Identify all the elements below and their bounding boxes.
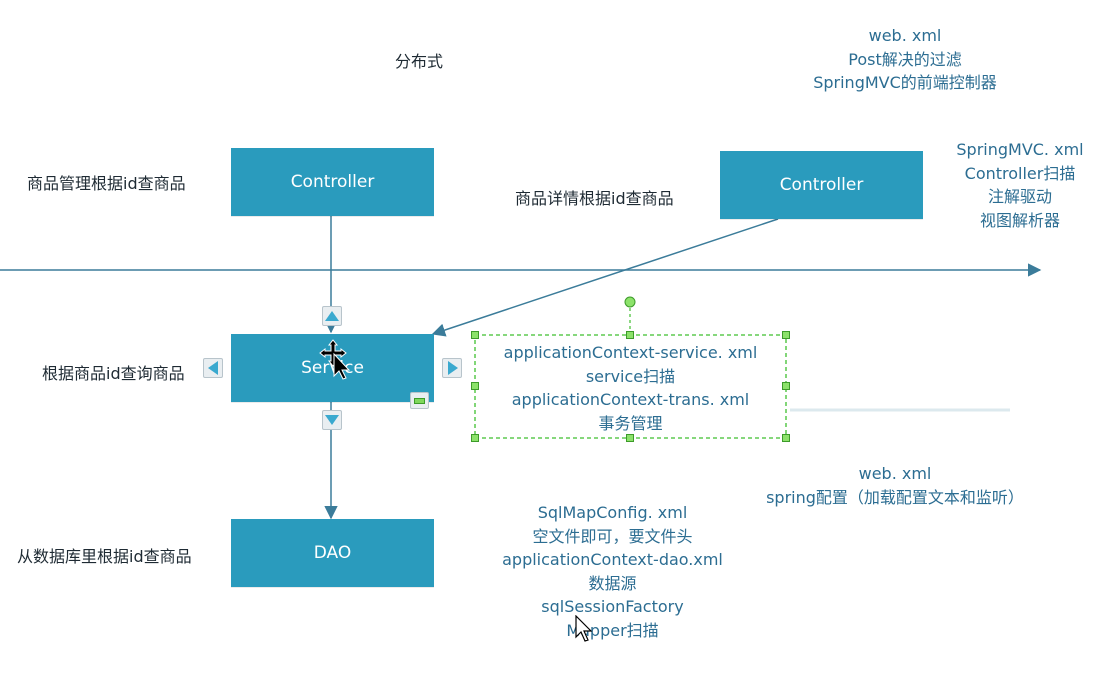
dao-label: 从数据库里根据id查商品 <box>17 547 192 566</box>
dao-box[interactable]: DAO <box>231 519 434 587</box>
sqlmap-config-note: SqlMapConfig. xml 空文件即可，要文件头 application… <box>480 501 745 642</box>
triangle-down-icon <box>325 415 339 425</box>
triangle-up-icon <box>325 311 339 321</box>
note-line: Controller扫描 <box>964 163 1076 183</box>
note-line: 空文件即可，要文件头 <box>532 526 693 546</box>
connect-up-button[interactable] <box>322 306 342 326</box>
selection-handle[interactable] <box>782 331 790 339</box>
selection-handle[interactable] <box>471 382 479 390</box>
note-line: spring配置（加载配置文本和监听） <box>766 487 1024 507</box>
move-cursor-icon <box>319 339 351 380</box>
connector-right-controller-to-service <box>431 218 779 337</box>
note-line: applicationContext-trans. xml <box>511 390 750 409</box>
rotation-handle[interactable] <box>624 296 636 308</box>
note-line: applicationContext-dao.xml <box>502 550 723 569</box>
web-xml-spring-note: web. xml spring配置（加载配置文本和监听） <box>740 462 1050 509</box>
selection-handle[interactable] <box>471 331 479 339</box>
note-line: applicationContext-service. xml <box>503 343 758 362</box>
note-line: 视图解析器 <box>979 210 1060 230</box>
minus-icon <box>414 398 425 404</box>
note-line: 注解驱动 <box>987 187 1052 206</box>
selection-handle[interactable] <box>626 331 634 339</box>
selection-handle[interactable] <box>471 434 479 442</box>
top-title: 分布式 <box>395 52 444 71</box>
arrow-cursor-icon <box>575 615 593 642</box>
note-line: SpringMVC的前端控制器 <box>813 73 997 92</box>
service-label: 根据商品id查询商品 <box>42 364 185 383</box>
controller-right-box[interactable]: Controller <box>720 151 923 219</box>
triangle-left-icon <box>208 361 218 375</box>
connect-left-button[interactable] <box>203 358 223 378</box>
selection-handle[interactable] <box>782 434 790 442</box>
left-controller-label: 商品管理根据id查商品 <box>27 174 186 193</box>
triangle-right-icon <box>448 361 458 375</box>
app-context-service-note[interactable]: applicationContext-service. xml service扫… <box>478 341 783 435</box>
connect-right-button[interactable] <box>442 358 462 378</box>
note-line: sqlSessionFactory <box>541 597 684 616</box>
web-xml-top-note: web. xml Post解决的过滤 SpringMVC的前端控制器 <box>780 24 1030 95</box>
right-controller-label: 商品详情根据id查商品 <box>515 189 674 208</box>
controller-left-box[interactable]: Controller <box>231 148 434 216</box>
note-line: service扫描 <box>585 366 676 386</box>
connect-down-button[interactable] <box>322 410 342 430</box>
springmvc-xml-note: SpringMVC. xml Controller扫描 注解驱动 视图解析器 <box>940 138 1100 232</box>
note-line: web. xml <box>868 26 942 45</box>
note-line: SqlMapConfig. xml <box>537 503 688 522</box>
collapse-button[interactable] <box>410 392 429 409</box>
note-line: web. xml <box>858 464 932 483</box>
note-line: Mapper扫描 <box>566 620 659 640</box>
note-line: SpringMVC. xml <box>956 140 1084 159</box>
note-line: Post解决的过滤 <box>848 49 962 69</box>
note-line: 数据源 <box>588 573 637 593</box>
selection-handle[interactable] <box>782 382 790 390</box>
note-line: 事务管理 <box>598 413 663 433</box>
selection-handle[interactable] <box>626 434 634 442</box>
